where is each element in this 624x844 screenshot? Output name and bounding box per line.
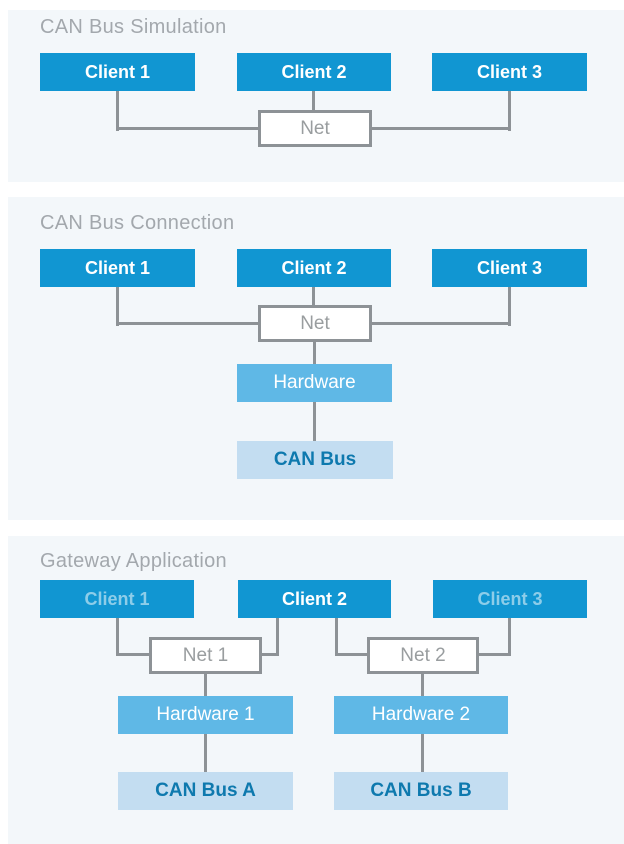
connector-p1-client1-down: [116, 91, 119, 131]
node-p1-client-2: Client 2: [237, 53, 391, 91]
node-p3-client-1: Client 1: [40, 580, 194, 618]
node-p3-net-2: Net 2: [367, 637, 479, 674]
connector-p2-client3-down: [508, 287, 511, 326]
node-p3-client-2: Client 2: [238, 580, 391, 618]
connector-p1-right-horizontal: [372, 127, 511, 130]
node-p1-client-3: Client 3: [432, 53, 587, 91]
node-p3-can-bus-b: CAN Bus B: [334, 772, 508, 810]
connector-p2-client2-down: [312, 287, 315, 305]
connector-p2-left-horizontal: [116, 322, 258, 325]
connector-p2-net-hardware: [313, 342, 316, 364]
connector-p3-client2-net2: [335, 653, 367, 656]
connector-p2-client1-down: [116, 287, 119, 326]
node-p2-client-1: Client 1: [40, 249, 195, 287]
connector-p1-client3-down: [508, 91, 511, 131]
connector-p3-client2-left-down: [276, 618, 279, 656]
connector-p3-net1-client2: [262, 653, 279, 656]
connector-p3-net2-hardware2: [421, 673, 424, 696]
node-p3-client-3: Client 3: [433, 580, 587, 618]
connector-p2-right-horizontal: [372, 322, 511, 325]
connector-p3-hardware2-canbusB: [421, 733, 424, 772]
panel1-title: CAN Bus Simulation: [40, 16, 227, 38]
node-p2-can-bus: CAN Bus: [237, 441, 393, 479]
node-p1-client-1: Client 1: [40, 53, 195, 91]
connector-p3-client1-net1: [116, 653, 149, 656]
node-p3-can-bus-a: CAN Bus A: [118, 772, 293, 810]
node-p2-client-2: Client 2: [237, 249, 391, 287]
panel-can-bus-simulation: [8, 10, 624, 182]
connector-p3-client2-right-down: [335, 618, 338, 656]
node-p3-hardware-1: Hardware 1: [118, 696, 293, 734]
connector-p3-hardware1-canbusA: [204, 733, 207, 772]
connector-p1-left-horizontal: [116, 127, 258, 130]
panel2-title: CAN Bus Connection: [40, 212, 235, 234]
node-p3-net-1: Net 1: [149, 637, 262, 674]
node-p2-net: Net: [258, 305, 372, 342]
panel3-title: Gateway Application: [40, 550, 227, 572]
node-p2-client-3: Client 3: [432, 249, 587, 287]
connector-p2-hardware-canbus: [313, 402, 316, 441]
node-p1-net: Net: [258, 110, 372, 147]
connector-p3-client3-down: [508, 618, 511, 656]
connector-p3-net2-client3: [479, 653, 511, 656]
connector-p1-client2-down: [312, 91, 315, 110]
connector-p3-client1-down: [116, 618, 119, 656]
connector-p3-net1-hardware1: [204, 673, 207, 696]
node-p3-hardware-2: Hardware 2: [334, 696, 508, 734]
node-p2-hardware: Hardware: [237, 364, 392, 402]
